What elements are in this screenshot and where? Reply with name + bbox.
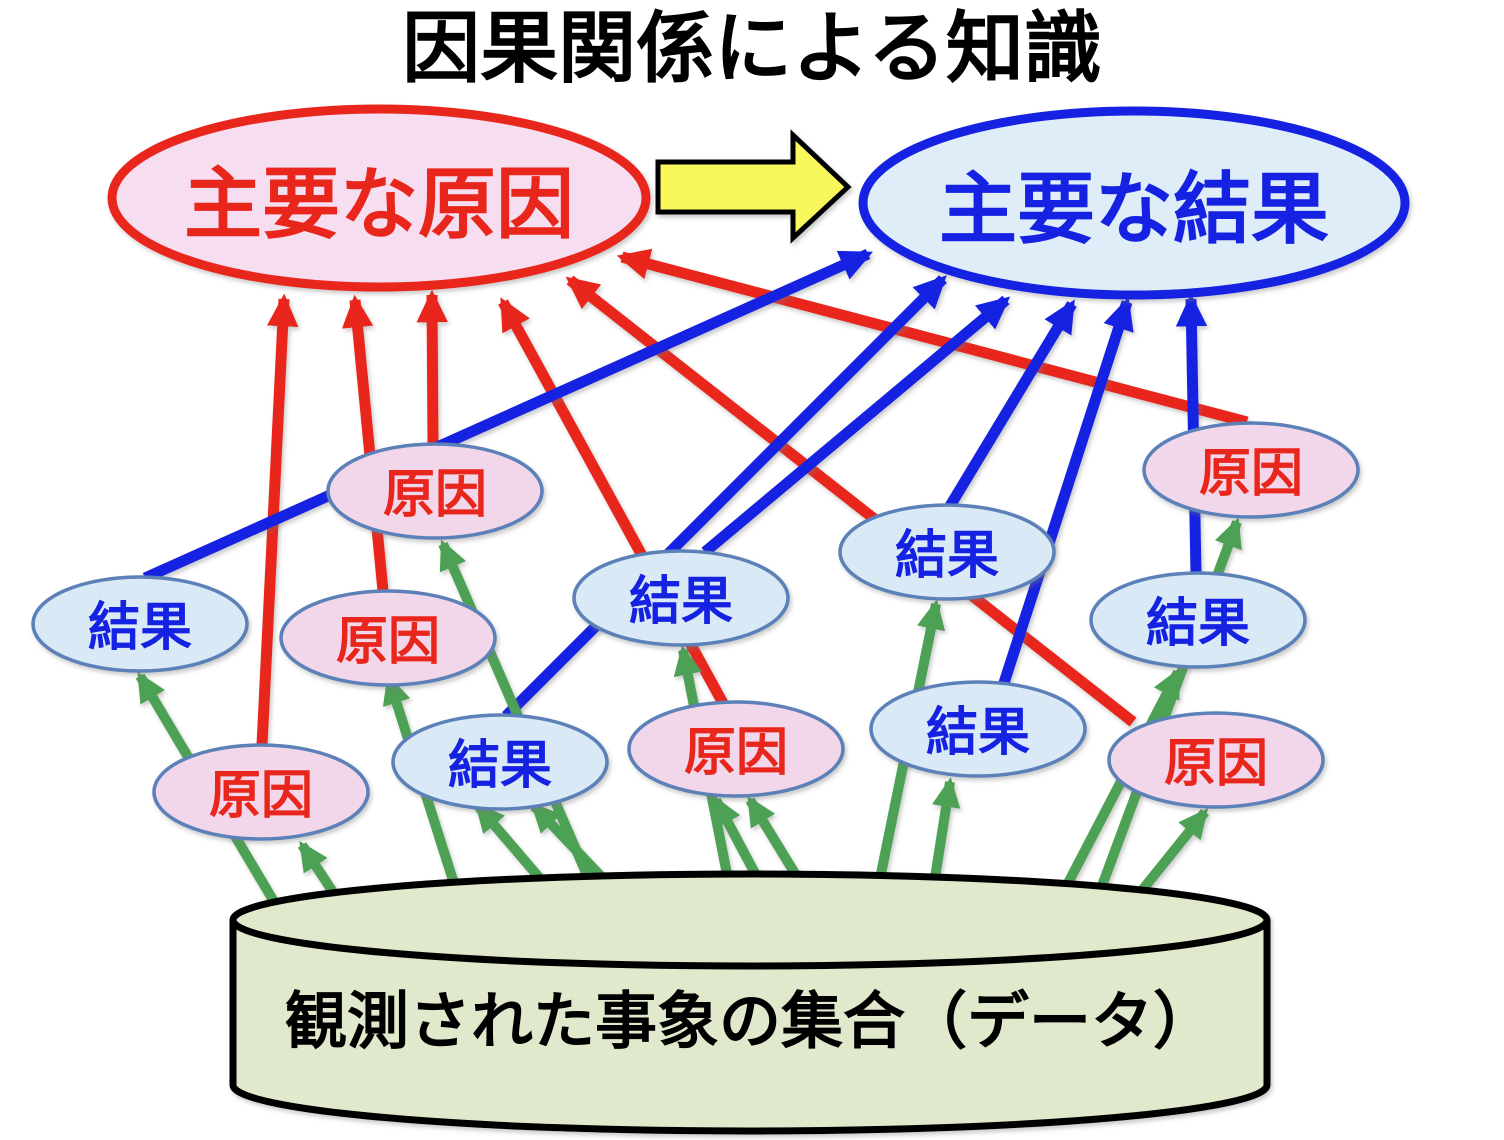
cause-4-label: 原因 [684, 724, 788, 782]
cause-5-ellipse [1142, 421, 1360, 519]
effect-5-ellipse [869, 680, 1087, 778]
cause-2-ellipse [279, 589, 497, 687]
effect-5-label: 結果 [926, 704, 1030, 762]
data-arrow [1050, 667, 1183, 911]
cause-3-node: 原因 [152, 743, 370, 841]
small-nodes-group: 原因原因原因原因原因原因結果結果結果結果結果結果 [31, 421, 1360, 841]
cause-1-ellipse [326, 442, 544, 540]
effect-arrow [502, 275, 947, 720]
main-nodes-group: 主要な原因 主要な結果 [107, 104, 1410, 300]
cause-3-label: 原因 [209, 767, 313, 825]
cause-5-label: 原因 [1199, 445, 1303, 503]
effect-arrow [945, 299, 1077, 509]
cause-6-node: 原因 [1107, 711, 1325, 809]
effect-1-ellipse [31, 575, 249, 673]
effect-6-ellipse [391, 713, 609, 811]
cause-1-node: 原因 [326, 442, 544, 540]
cause-6-ellipse [1107, 711, 1325, 809]
cause-arrow [565, 275, 1137, 727]
cause-2-node: 原因 [279, 589, 497, 687]
main-result-label: 主要な結果 [939, 165, 1329, 253]
effect-arrow [997, 296, 1134, 688]
main-result-ellipse [858, 106, 1410, 300]
effect-6-node: 結果 [391, 713, 609, 811]
effect-arrow [701, 295, 1011, 557]
effect-arrows-group [142, 248, 1208, 720]
effect-5-node: 結果 [869, 680, 1087, 778]
effect-6-label: 結果 [448, 737, 552, 795]
data-arrow [382, 674, 470, 920]
main-result-node: 主要な結果 [858, 106, 1410, 300]
main-cause-label: 主要な原因 [184, 160, 574, 248]
cause-arrow [341, 294, 389, 592]
cause-6-label: 原因 [1164, 735, 1268, 793]
effect-4-node: 結果 [1089, 571, 1307, 669]
effect-arrow [142, 248, 873, 584]
cause-4-node: 原因 [627, 700, 845, 798]
effect-3-label: 結果 [895, 527, 999, 585]
cause-5-node: 原因 [1142, 421, 1360, 519]
effect-4-ellipse [1089, 571, 1307, 669]
cause-arrow [616, 248, 1249, 428]
data-cylinder [229, 870, 1271, 1135]
cylinder-top [229, 870, 1271, 970]
cause-4-ellipse [627, 700, 845, 798]
effect-2-ellipse [572, 549, 790, 647]
effect-1-label: 結果 [88, 599, 192, 657]
effect-2-node: 結果 [572, 549, 790, 647]
page-title: 因果関係による知識 [402, 4, 1102, 92]
cause-1-label: 原因 [383, 466, 487, 524]
effect-1-node: 結果 [31, 575, 249, 673]
effect-3-node: 結果 [838, 503, 1056, 601]
cause-arrow [416, 289, 448, 446]
main-cause-node: 主要な原因 [107, 104, 651, 292]
cylinder-label: 観測された事象の集合（データ） [285, 987, 1215, 1057]
effect-3-ellipse [838, 503, 1056, 601]
cause-3-ellipse [152, 743, 370, 841]
effect-2-label: 結果 [629, 573, 733, 631]
cause-2-label: 原因 [336, 613, 440, 671]
effect-4-label: 結果 [1146, 595, 1250, 653]
main-cause-ellipse [107, 104, 651, 292]
main-causality-arrow-icon [655, 129, 852, 244]
